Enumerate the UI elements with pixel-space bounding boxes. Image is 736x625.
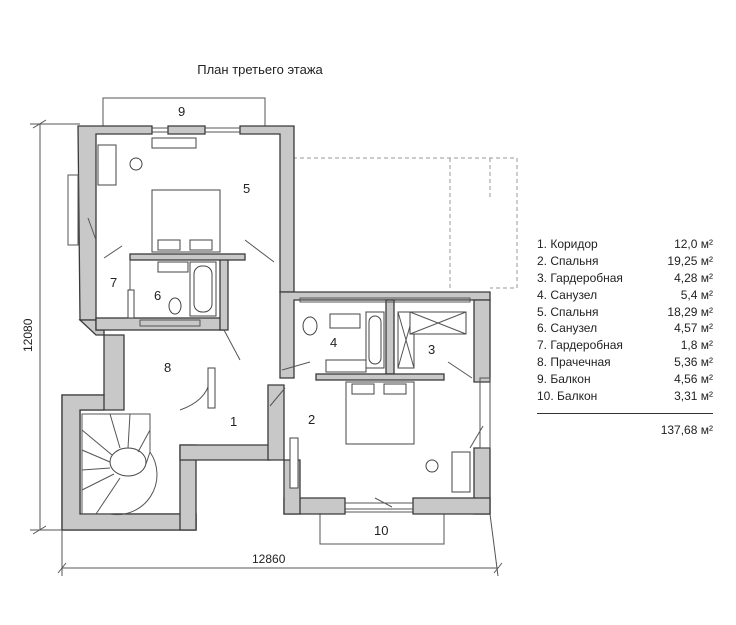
legend-room-area: 4,56 м² — [674, 372, 713, 387]
room-label-4: 4 — [330, 335, 337, 350]
room-label-7: 7 — [110, 275, 117, 290]
legend-row: 4. Санузел 5,4 м² — [537, 287, 713, 304]
legend-row: 3. Гардеробная 4,28 м² — [537, 270, 713, 287]
dimension-lines: 12080 12860 — [21, 119, 503, 577]
legend-room-name: 6. Санузел — [537, 321, 598, 336]
plan-title: План третьего этажа — [197, 62, 323, 77]
legend-row: 8. Прачечная 5,36 м² — [537, 354, 713, 371]
legend-room-area: 4,57 м² — [674, 321, 713, 336]
bedroom-5-furniture — [97, 137, 221, 253]
legend-row: 2. Спальня 19,25 м² — [537, 253, 713, 270]
dimension-height: 12080 — [21, 318, 35, 352]
legend-room-name: 8. Прачечная — [537, 355, 611, 370]
room-label-6: 6 — [154, 288, 161, 303]
legend-row: 9. Балкон 4,56 м² — [537, 371, 713, 388]
legend-room-area: 5,4 м² — [680, 287, 713, 302]
room-label-3: 3 — [428, 342, 435, 357]
legend-row: 1. Коридор 12,0 м² — [537, 236, 713, 253]
legend-room-name: 5. Спальня — [537, 304, 599, 319]
legend-divider — [537, 412, 713, 414]
wardrobe-3-fixtures — [397, 311, 467, 369]
legend-row: 5. Спальня 18,29 м² — [537, 304, 713, 321]
legend-room-area: 4,28 м² — [674, 270, 713, 285]
legend-row: 6. Санузел 4,57 м² — [537, 320, 713, 337]
room-label-9: 9 — [178, 104, 185, 119]
legend-room-name: 2. Спальня — [537, 253, 599, 268]
doors — [87, 217, 484, 508]
legend-room-area: 19,25 м² — [667, 253, 713, 268]
bedroom-2-furniture — [289, 381, 471, 493]
terrace-outline — [292, 157, 518, 290]
legend-room-area: 18,29 м² — [667, 304, 713, 319]
interior-walls — [95, 253, 445, 381]
room-area-legend: 1. Коридор 12,0 м² 2. Спальня 19,25 м² 3. … — [537, 236, 713, 437]
room-label-2: 2 — [308, 412, 315, 427]
legend-room-area: 3,31 м² — [674, 389, 713, 404]
room-label-5: 5 — [243, 181, 250, 196]
legend-total: 137,68 м² — [660, 422, 713, 437]
legend-room-name: 3. Гардеробная — [537, 270, 623, 285]
legend-room-name: 10. Балкон — [537, 389, 598, 404]
legend-room-name: 9. Балкон — [537, 372, 591, 387]
legend-row: 7. Гардеробная 1,8 м² — [537, 337, 713, 354]
legend-room-name: 7. Гардеробная — [537, 338, 623, 353]
legend-row: 10. Балкон 3,31 м² — [537, 388, 713, 405]
legend-room-area: 1,8 м² — [680, 338, 713, 353]
legend-room-area: 12,0 м² — [674, 237, 713, 251]
legend-room-name: 4. Санузел — [537, 287, 598, 302]
room-label-10: 10 — [374, 523, 388, 538]
room-label-1: 1 — [230, 414, 237, 429]
bathroom-4-fixtures — [302, 311, 385, 373]
legend-room-area: 5,36 м² — [674, 355, 713, 370]
room-label-8: 8 — [164, 360, 171, 375]
legend-room-name: 1. Коридор — [537, 237, 598, 251]
spiral-staircase — [81, 413, 158, 516]
dimension-width: 12860 — [252, 552, 286, 566]
room-labels: 1 2 3 4 5 6 7 8 9 10 — [110, 104, 435, 538]
balcony-10 — [319, 511, 445, 545]
windows — [67, 127, 491, 510]
bathroom-6-fixtures — [127, 260, 217, 319]
